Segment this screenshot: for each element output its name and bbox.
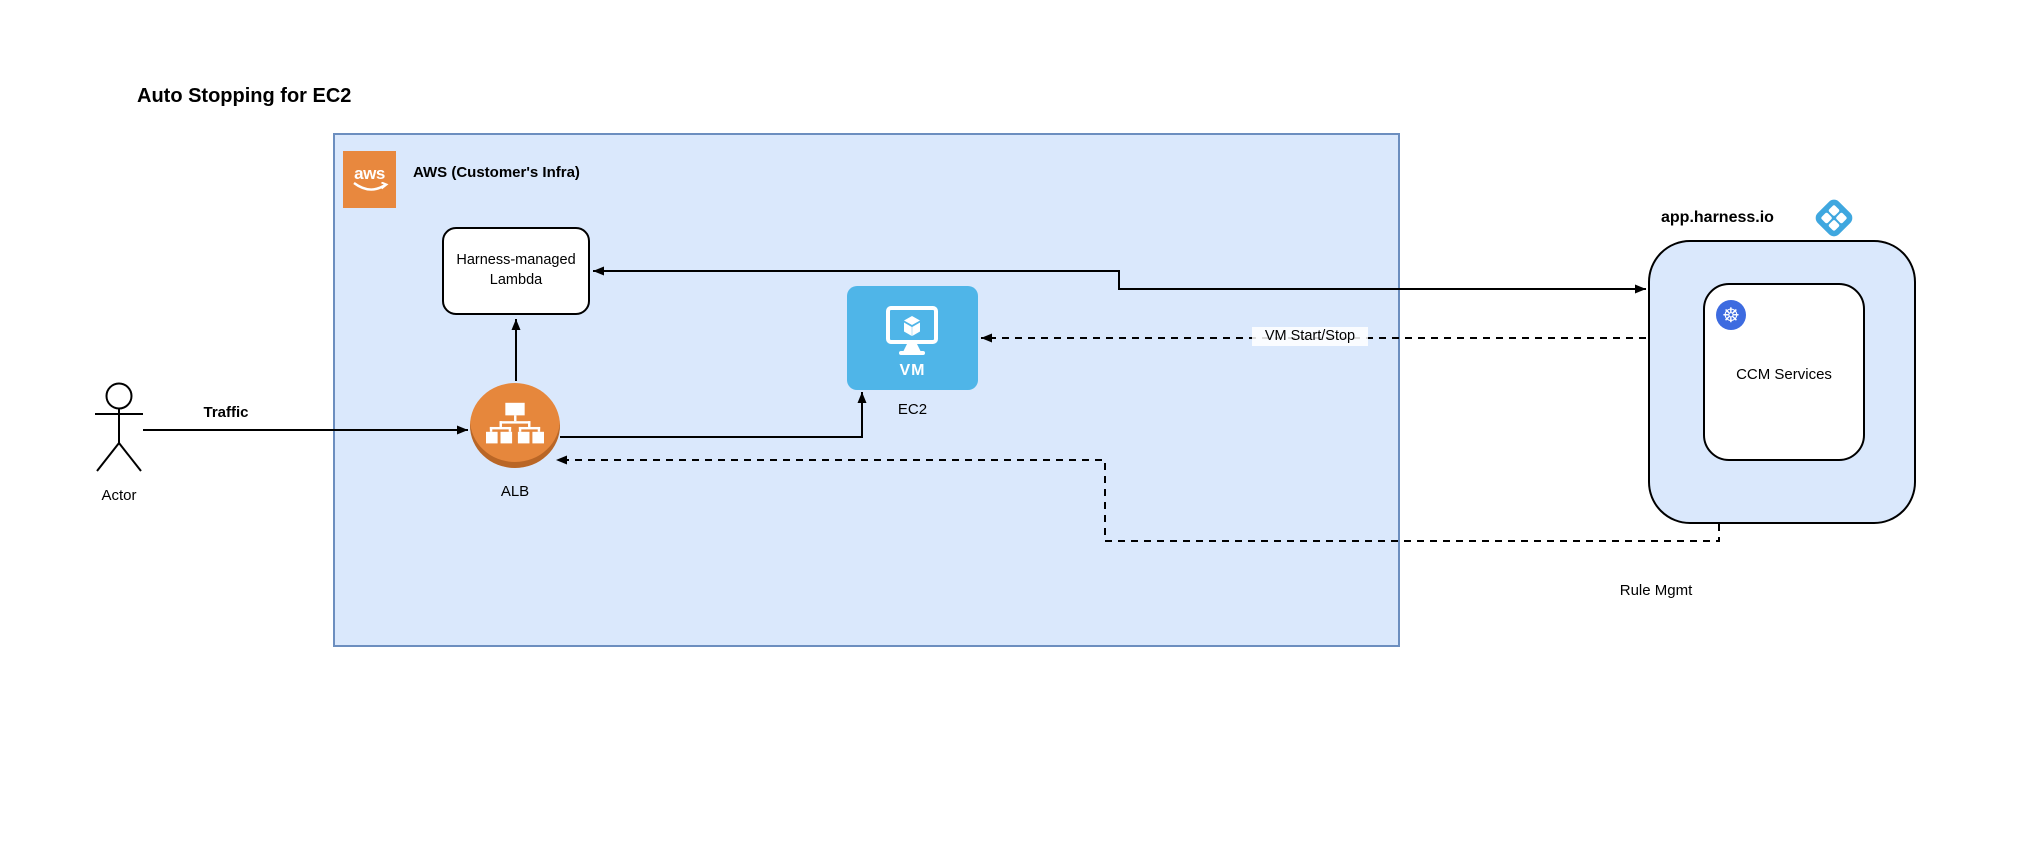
alb-label: ALB [500,483,530,500]
traffic-edge-label: Traffic [203,404,249,421]
actor-label: Actor [101,487,137,504]
vm-start-stop-edge-label: VM Start/Stop [1252,327,1368,346]
vm-monitor-icon [886,306,938,355]
aws-smile-icon [352,182,388,191]
aws-group-label: AWS (Customer's Infra) [413,164,580,181]
aws-logo-text: aws [354,164,385,183]
ccm-services-label: CCM Services [1736,366,1832,383]
ec2-label: EC2 [897,401,928,418]
rule-mgmt-edge-label: Rule Mgmt [1619,582,1693,599]
lambda-label: Harness-managed Lambda [456,252,576,288]
page-title: Auto Stopping for EC2 [137,85,352,107]
aws-logo-icon: aws [343,151,396,208]
harness-logo-icon [1815,199,1853,237]
alb-icon [486,402,544,443]
vm-label: VM [899,362,926,379]
actor-icon [95,382,143,472]
harness-title: app.harness.io [1661,209,1774,226]
node-harness-managed-lambda: Harness-managed Lambda [442,227,590,315]
kubernetes-icon: ☸ [1716,300,1746,330]
node-ec2-vm: VM [847,286,978,390]
node-alb [470,383,560,468]
